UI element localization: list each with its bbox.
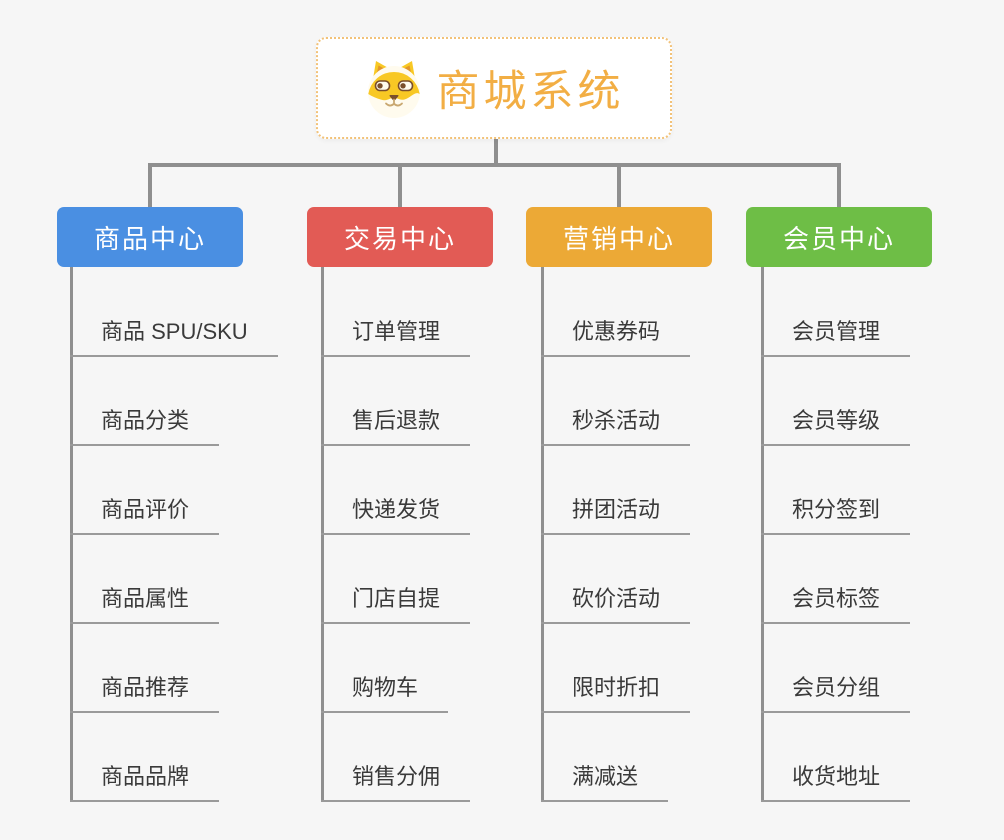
leaf-node-trade-center-1[interactable]: 订单管理: [321, 315, 471, 357]
leaf-node-member-center-6[interactable]: 收货地址: [761, 760, 911, 802]
leaf-node-trade-center-6[interactable]: 销售分佣: [321, 760, 471, 802]
leaf-node-product-center-3[interactable]: 商品评价: [70, 493, 220, 535]
connector-branch-drop-trade-center: [398, 163, 402, 207]
branch-node-product-center[interactable]: 商品中心: [57, 207, 243, 267]
leaf-node-member-center-5[interactable]: 会员分组: [761, 671, 911, 713]
leaf-node-product-center-5[interactable]: 商品推荐: [70, 671, 220, 713]
branch-label: 会员中心: [782, 223, 895, 254]
leaf-node-product-center-4[interactable]: 商品属性: [70, 582, 220, 624]
connector-bus: [148, 163, 841, 167]
leaf-node-trade-center-5[interactable]: 购物车: [321, 671, 449, 713]
leaf-node-trade-center-4[interactable]: 门店自提: [321, 582, 471, 624]
branch-label: 商品中心: [93, 223, 206, 254]
root-node[interactable]: 商城系统: [316, 37, 672, 139]
leaf-node-marketing-center-3[interactable]: 拼团活动: [541, 493, 691, 535]
dog-icon: [367, 61, 420, 118]
connector-branch-drop-member-center: [837, 163, 841, 207]
leaf-node-marketing-center-6[interactable]: 满减送: [541, 760, 669, 802]
branch-label: 交易中心: [343, 223, 456, 254]
connector-branch-drop-product-center: [148, 163, 152, 207]
connector-root-drop: [494, 139, 498, 167]
leaf-node-member-center-2[interactable]: 会员等级: [761, 404, 911, 446]
leaf-node-member-center-4[interactable]: 会员标签: [761, 582, 911, 624]
branch-node-trade-center[interactable]: 交易中心: [307, 207, 493, 267]
leaf-node-marketing-center-1[interactable]: 优惠券码: [541, 315, 691, 357]
leaf-node-product-center-2[interactable]: 商品分类: [70, 404, 220, 446]
leaf-node-product-center-1[interactable]: 商品 SPU/SKU: [70, 315, 278, 357]
leaf-node-marketing-center-2[interactable]: 秒杀活动: [541, 404, 691, 446]
connector-branch-drop-marketing-center: [617, 163, 621, 207]
leaf-node-marketing-center-5[interactable]: 限时折扣: [541, 671, 691, 713]
leaf-node-member-center-1[interactable]: 会员管理: [761, 315, 911, 357]
branch-node-member-center[interactable]: 会员中心: [746, 207, 932, 267]
leaf-node-trade-center-2[interactable]: 售后退款: [321, 404, 471, 446]
leaf-node-trade-center-3[interactable]: 快递发货: [321, 493, 471, 535]
leaf-node-member-center-3[interactable]: 积分签到: [761, 493, 911, 535]
leaf-node-marketing-center-4[interactable]: 砍价活动: [541, 582, 691, 624]
root-title: 商城系统: [436, 68, 625, 116]
branch-label: 营销中心: [562, 223, 675, 254]
leaf-node-product-center-6[interactable]: 商品品牌: [70, 760, 220, 802]
branch-node-marketing-center[interactable]: 营销中心: [526, 207, 712, 267]
